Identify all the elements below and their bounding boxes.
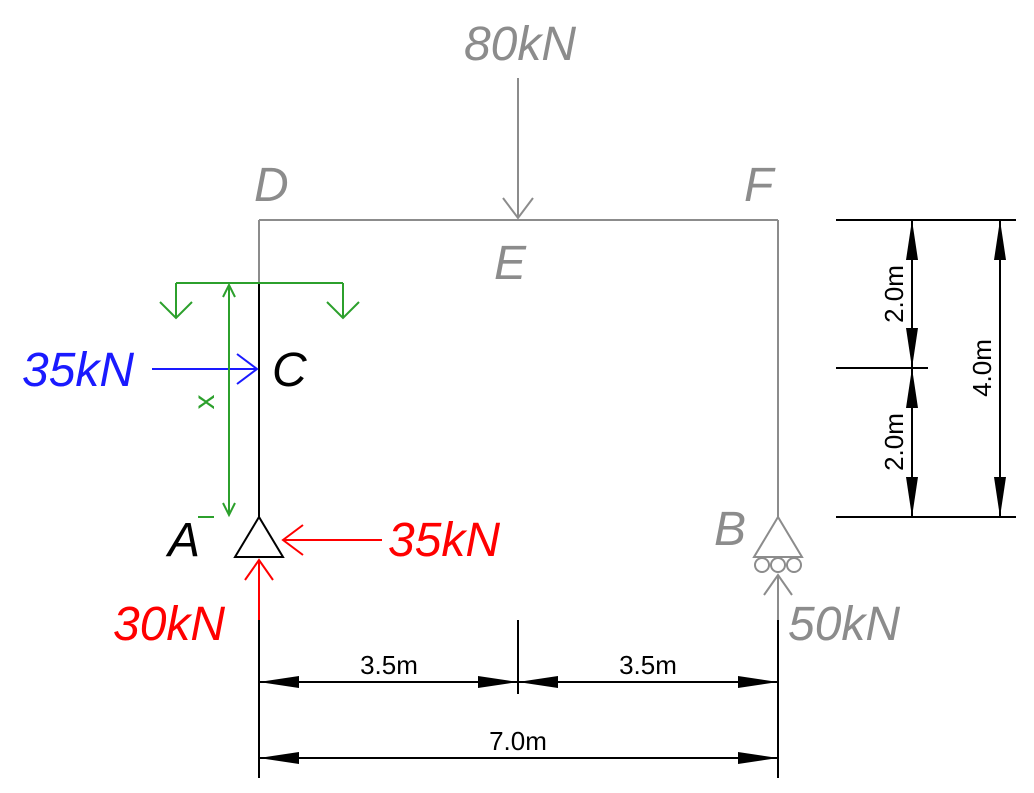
reaction-arrow-horizontal-a <box>281 524 382 556</box>
node-label-c: C <box>272 344 307 397</box>
reaction-label-vertical-b: 50kN <box>788 598 900 651</box>
dimension-label-height-upper: 2.0m <box>879 265 909 323</box>
node-label-f: F <box>744 159 776 212</box>
pin-support-a <box>233 515 285 558</box>
reaction-label-horizontal-a: 35kN <box>388 514 500 567</box>
dimension-label-height-lower: 2.0m <box>879 413 909 471</box>
reaction-label-vertical-a: 30kN <box>113 598 225 651</box>
load-label-35kn-c: 35kN <box>22 344 134 397</box>
section-variable-x: x <box>188 395 221 410</box>
section-cut <box>159 282 360 518</box>
load-arrow-80kn <box>502 78 534 220</box>
node-label-d: D <box>254 159 289 212</box>
frame-members <box>258 219 779 517</box>
vertical-dimensions <box>836 219 1016 518</box>
roller-support-b <box>752 515 804 573</box>
node-label-a: A <box>165 514 200 567</box>
dimension-label-span-total: 7.0m <box>489 726 547 756</box>
node-label-e: E <box>494 237 527 290</box>
load-arrow-35kn-c <box>152 353 259 385</box>
dimension-label-span-left: 3.5m <box>360 650 418 680</box>
dimension-label-height-total: 4.0m <box>967 339 997 397</box>
dimension-label-span-right: 3.5m <box>619 650 677 680</box>
load-label-80kn: 80kN <box>464 18 576 71</box>
horizontal-dimensions <box>258 620 779 778</box>
node-label-b: B <box>714 503 746 556</box>
